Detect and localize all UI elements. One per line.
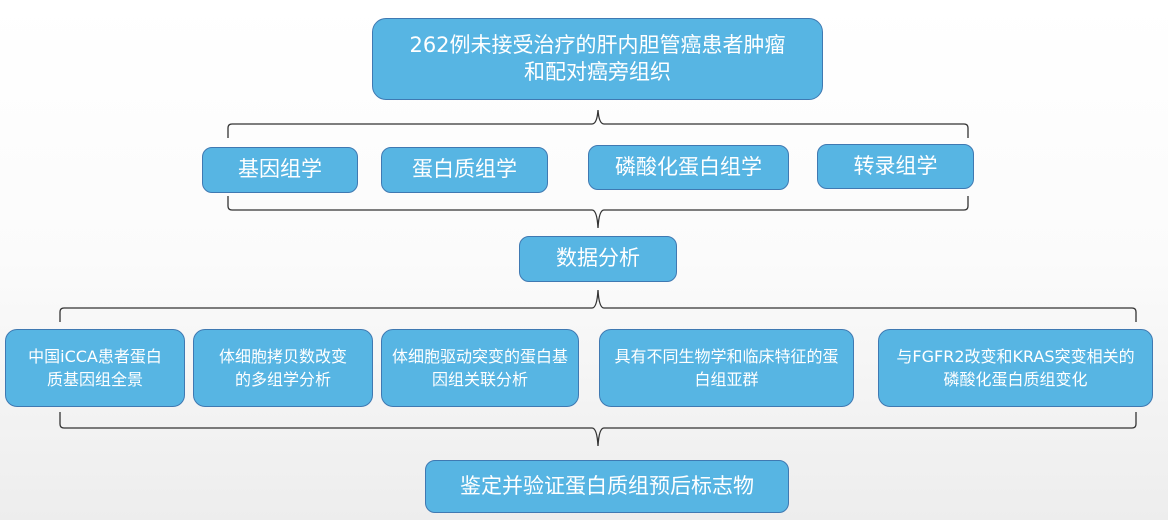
result-label-3: 体细胞驱动突变的蛋白基因组关联分析 — [392, 346, 569, 389]
result-box-1: 中国iCCA患者蛋白质基因组全景 — [5, 329, 185, 407]
result-box-4: 具有不同生物学和临床特征的蛋白组亚群 — [599, 329, 854, 407]
omics-genomics-box: 基因组学 — [202, 147, 358, 193]
brace-results-to-final — [59, 412, 1137, 447]
final-label: 鉴定并验证蛋白质组预后标志物 — [460, 473, 754, 498]
brace-top-to-omics — [227, 109, 969, 138]
omics-proteomics-label: 蛋白质组学 — [412, 157, 517, 182]
omics-genomics-label: 基因组学 — [238, 157, 322, 182]
data-analysis-label: 数据分析 — [556, 246, 640, 271]
result-label-2: 体细胞拷贝数改变的多组学分析 — [219, 346, 348, 389]
result-box-3: 体细胞驱动突变的蛋白基因组关联分析 — [381, 329, 579, 407]
omics-proteomics-box: 蛋白质组学 — [381, 147, 548, 193]
brace-analysis-to-results — [59, 289, 1137, 322]
cohort-box: 262例未接受治疗的肝内胆管癌患者肿瘤和配对癌旁组织 — [372, 18, 823, 100]
omics-phosphoproteomics-label: 磷酸化蛋白组学 — [615, 154, 762, 179]
omics-transcriptomics-box: 转录组学 — [817, 144, 974, 189]
final-box: 鉴定并验证蛋白质组预后标志物 — [425, 460, 789, 513]
cohort-label: 262例未接受治疗的肝内胆管癌患者肿瘤和配对癌旁组织 — [409, 32, 786, 84]
result-box-2: 体细胞拷贝数改变的多组学分析 — [193, 329, 373, 407]
result-label-1: 中国iCCA患者蛋白质基因组全景 — [28, 346, 162, 389]
brace-omics-to-analysis — [227, 196, 969, 229]
result-label-4: 具有不同生物学和临床特征的蛋白组亚群 — [614, 346, 839, 389]
result-box-5: 与FGFR2改变和KRAS突变相关的磷酸化蛋白质组变化 — [878, 329, 1153, 407]
data-analysis-box: 数据分析 — [519, 236, 677, 282]
result-label-5: 与FGFR2改变和KRAS突变相关的磷酸化蛋白质组变化 — [896, 346, 1135, 389]
omics-phosphoproteomics-box: 磷酸化蛋白组学 — [588, 145, 789, 190]
omics-transcriptomics-label: 转录组学 — [853, 153, 938, 178]
